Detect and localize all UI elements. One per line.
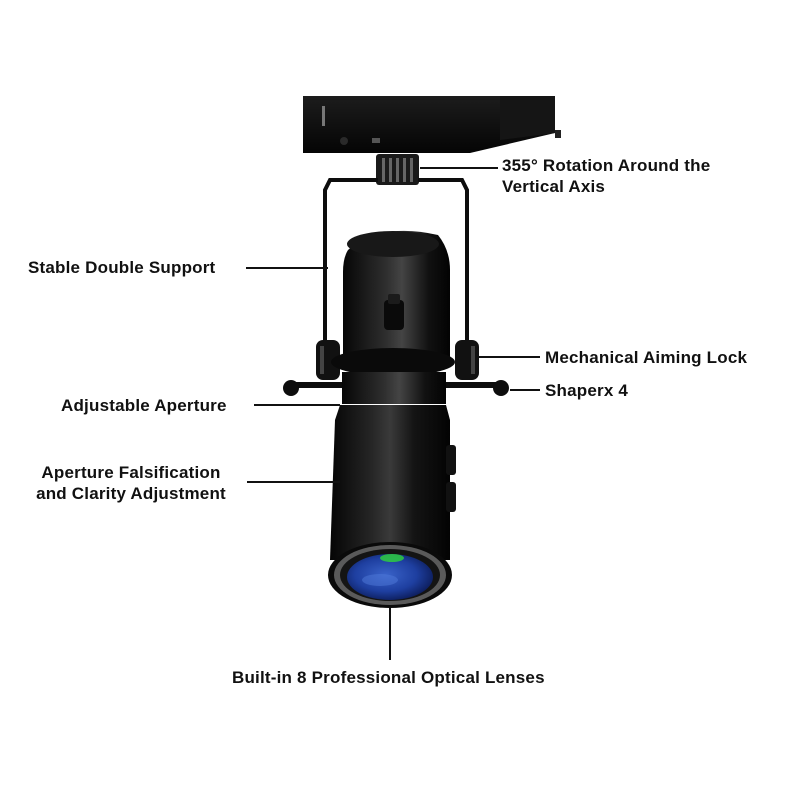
optical-lens: [328, 542, 452, 608]
label-rotation: 355° Rotation Around the Vertical Axis: [502, 155, 710, 197]
label-lenses: Built-in 8 Professional Optical Lenses: [232, 668, 545, 687]
shaper-ring: [283, 348, 509, 404]
label-aiming-lock: Mechanical Aiming Lock: [545, 348, 748, 367]
double-support-yoke: [323, 178, 469, 350]
label-clarity: Aperture Falsification and Clarity Adjus…: [20, 462, 242, 504]
label-rotation-line-1: 355° Rotation Around the: [502, 156, 711, 175]
label-clarity-line-1: Aperture Falsification: [41, 463, 221, 482]
label-aperture: Adjustable Aperture: [61, 396, 227, 415]
aiming-lock-knob-right: [455, 340, 479, 380]
lamp-housing: [343, 230, 450, 358]
label-clarity-line-2: and Clarity Adjustment: [36, 484, 226, 503]
rotation-knob: [376, 154, 419, 185]
track-adapter: [303, 96, 561, 153]
lens-barrel: [330, 405, 456, 560]
label-shaper: Shaperx 4: [545, 381, 629, 400]
callout-lines: [246, 167, 540, 660]
aiming-lock-knob-left: [316, 340, 340, 380]
label-support: Stable Double Support: [28, 258, 216, 277]
label-rotation-line-2: Vertical Axis: [502, 177, 606, 196]
